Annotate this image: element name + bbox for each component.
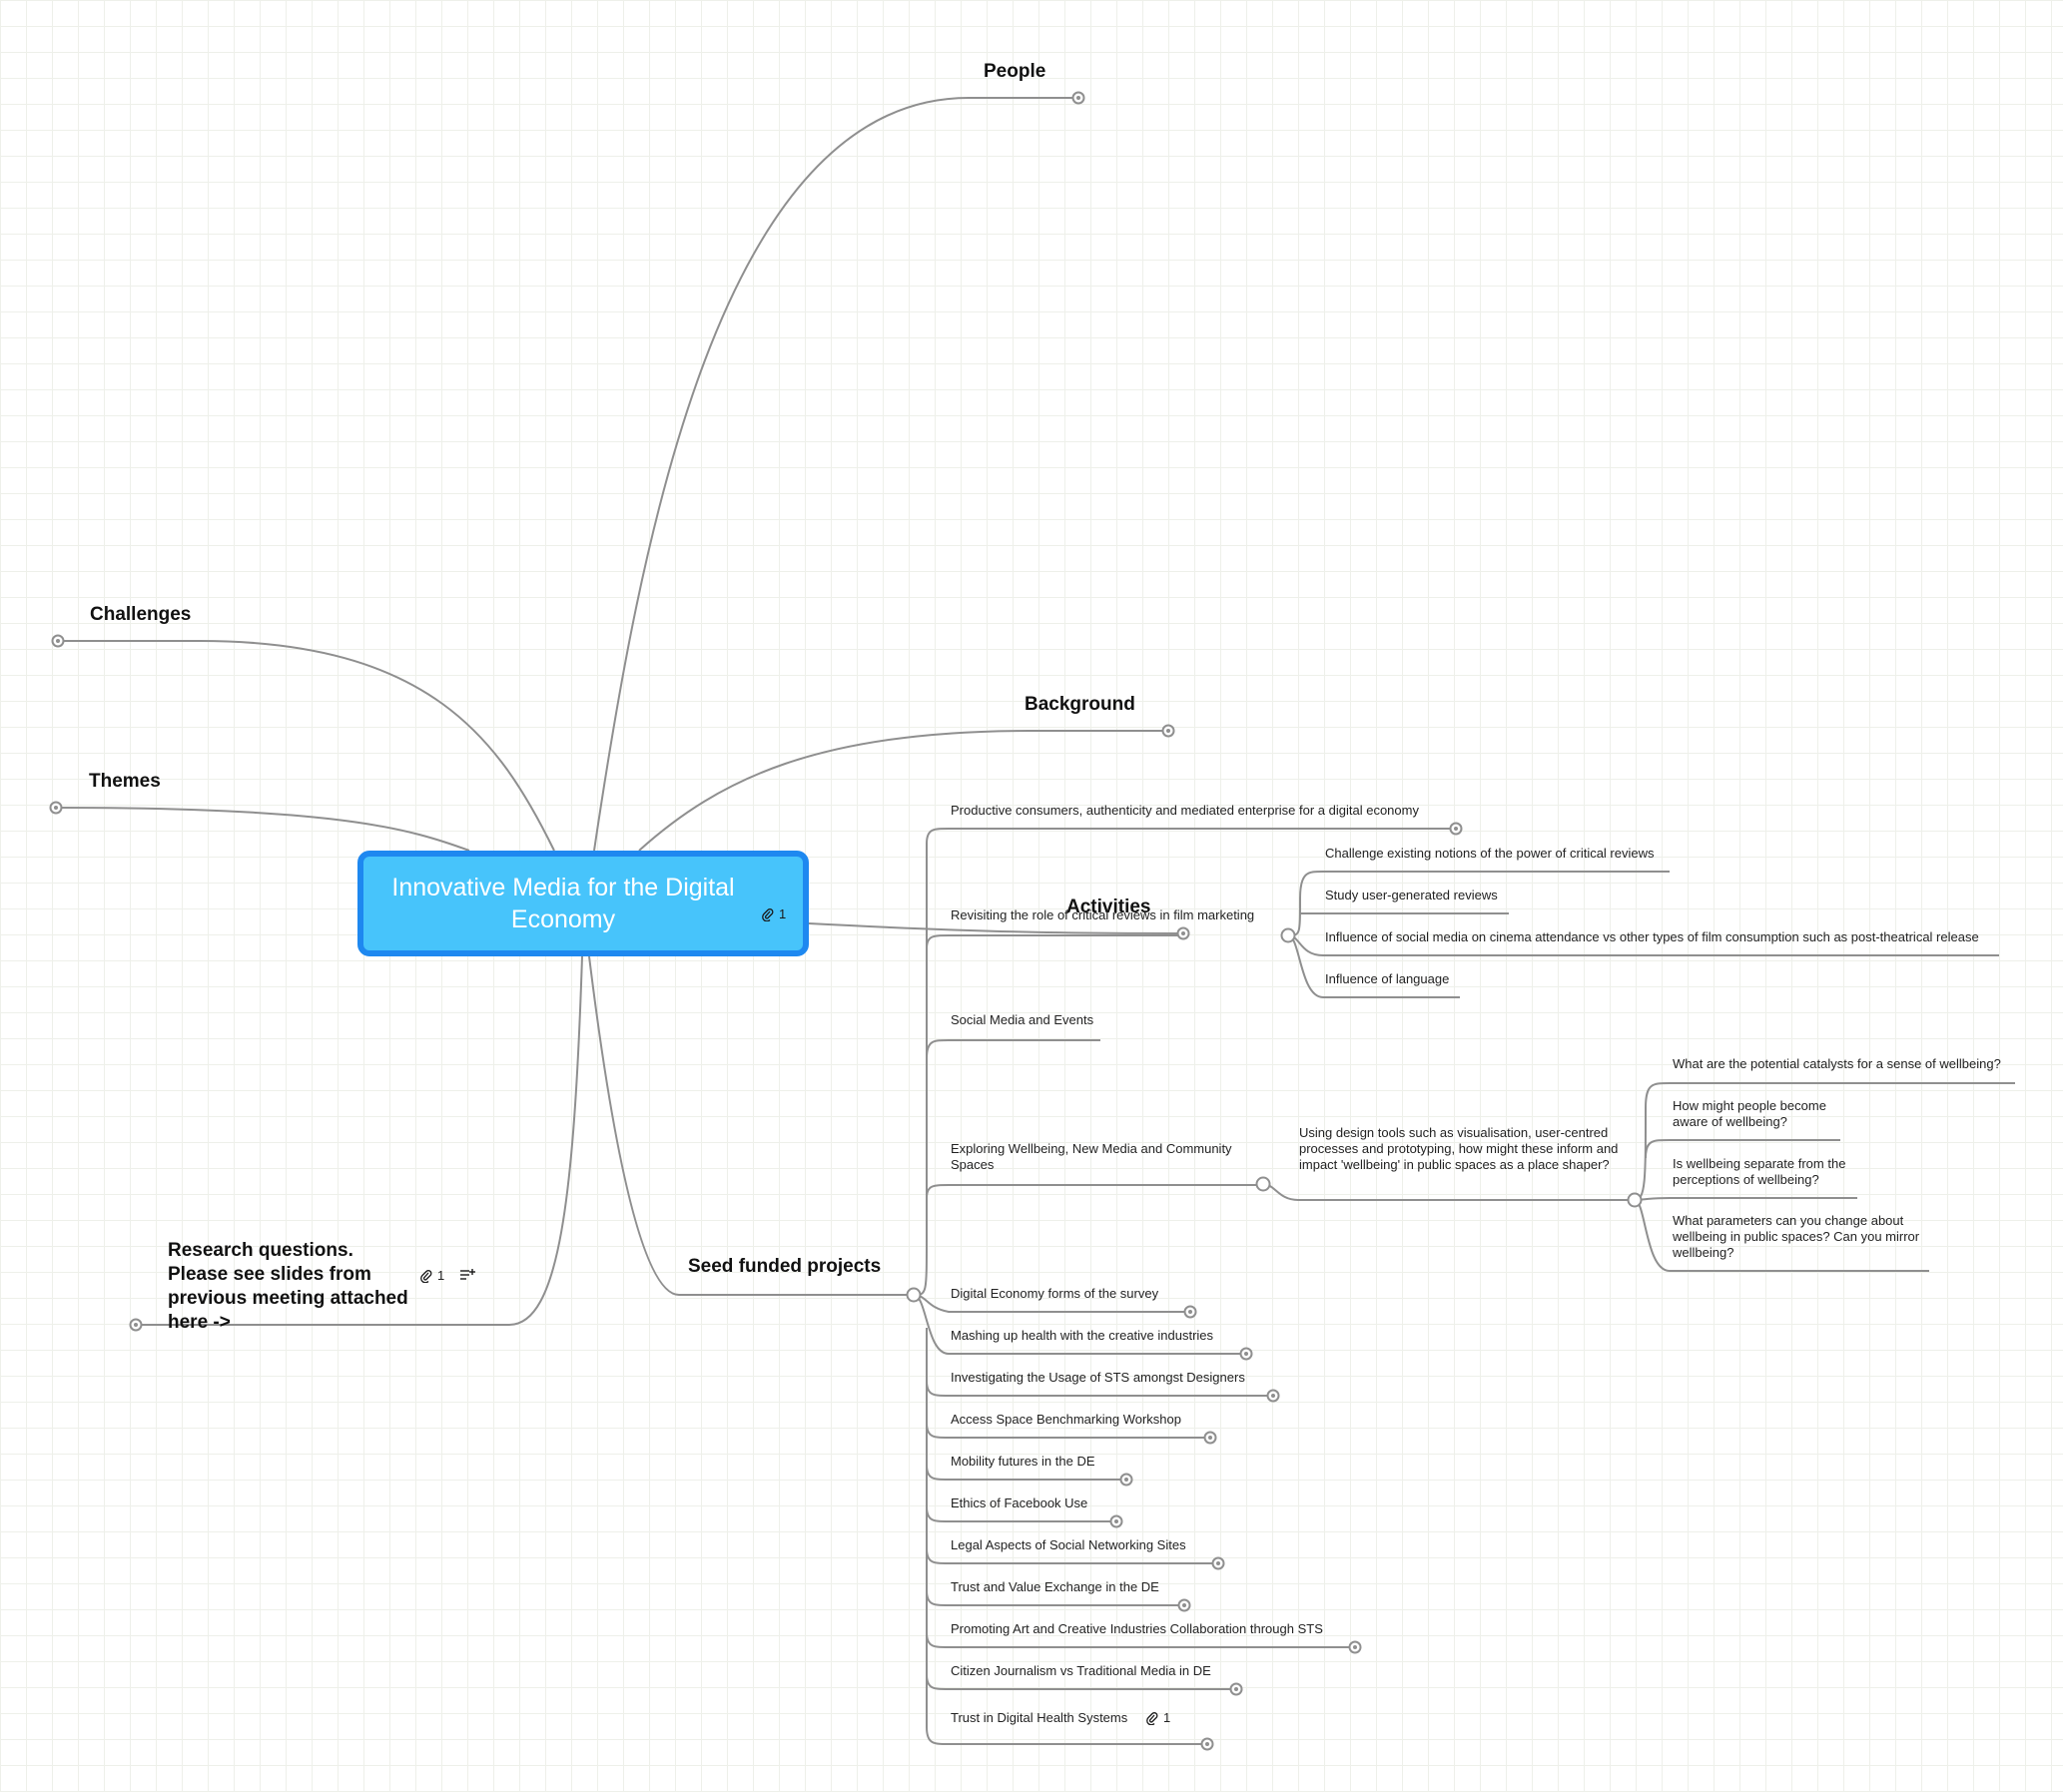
link-seed: [588, 955, 914, 1296]
wellbeing-child[interactable]: Using design tools such as visualisation…: [1299, 1125, 1619, 1172]
project-item[interactable]: Social Media and Events: [951, 1012, 1094, 1027]
film-child-item[interactable]: Influence of language: [1325, 971, 1450, 986]
branch-seed-funded-projects[interactable]: Seed funded projects: [688, 1256, 882, 1277]
wellbeing-question[interactable]: What parameters can you change about wel…: [1673, 1213, 1920, 1260]
root-node[interactable]: Innovative Media for the Digital Economy…: [357, 851, 809, 956]
project-item[interactable]: Citizen Journalism vs Traditional Media …: [951, 1663, 1211, 1678]
wellbeing-question[interactable]: Is wellbeing separate from the perceptio…: [1673, 1156, 1846, 1187]
film-child-item[interactable]: Influence of social media on cinema atte…: [1325, 929, 1979, 944]
note-icon[interactable]: [459, 1268, 475, 1282]
project-item[interactable]: Investigating the Usage of STS amongst D…: [951, 1370, 1245, 1385]
project-item[interactable]: Legal Aspects of Social Networking Sites: [951, 1537, 1186, 1552]
root-title: Innovative Media for the Digital Economy: [391, 874, 735, 933]
film-child-item[interactable]: Challenge existing notions of the power …: [1325, 846, 1655, 861]
trust-health-attachment[interactable]: 1: [1145, 1710, 1170, 1725]
film-child-item[interactable]: Study user-generated reviews: [1325, 888, 1498, 902]
project-item[interactable]: Access Space Benchmarking Workshop: [951, 1412, 1181, 1427]
collapse-handle-film: [1280, 927, 1296, 943]
paperclip-icon: [420, 1269, 432, 1283]
trust-health-attachment-count: 1: [1163, 1710, 1171, 1725]
link-people: [593, 97, 1078, 852]
link-research: [136, 955, 583, 1326]
wellbeing-question[interactable]: How might people become aware of wellbei…: [1673, 1098, 1826, 1129]
project-item[interactable]: Revisiting the role of critical reviews …: [951, 907, 1255, 922]
collapse-handle-wellbeing-child: [1627, 1192, 1643, 1208]
research-attachment[interactable]: 1: [419, 1268, 444, 1283]
branch-themes[interactable]: Themes: [89, 771, 161, 792]
project-item[interactable]: Mobility futures in the DE: [951, 1454, 1095, 1469]
project-item[interactable]: Digital Economy forms of the survey: [951, 1286, 1159, 1301]
link-themes: [55, 807, 470, 852]
wellbeing-question[interactable]: What are the potential catalysts for a s…: [1673, 1056, 2001, 1071]
branch-background[interactable]: Background: [1025, 694, 1135, 715]
link-activities: [808, 922, 1184, 934]
paperclip-icon: [762, 908, 774, 921]
root-attachment[interactable]: 1: [761, 898, 786, 930]
project-item[interactable]: Mashing up health with the creative indu…: [951, 1328, 1214, 1343]
branch-research-questions[interactable]: Research questions. Please see slides fr…: [168, 1240, 408, 1333]
project-item[interactable]: Exploring Wellbeing, New Media and Commu…: [951, 1141, 1232, 1172]
branch-people[interactable]: People: [984, 61, 1046, 82]
project-item[interactable]: Trust in Digital Health Systems: [951, 1710, 1128, 1725]
link-challenges: [58, 640, 555, 852]
root-attachment-count: 1: [779, 906, 787, 921]
project-item[interactable]: Promoting Art and Creative Industries Co…: [951, 1621, 1323, 1636]
branch-challenges[interactable]: Challenges: [90, 604, 192, 625]
link-background: [638, 730, 1168, 852]
project-item[interactable]: Trust and Value Exchange in the DE: [951, 1579, 1159, 1594]
research-attachment-count: 1: [437, 1268, 445, 1283]
collapse-handle-seed: [906, 1287, 922, 1303]
paperclip-icon: [1146, 1711, 1158, 1725]
collapse-handle-wellbeing: [1255, 1176, 1271, 1192]
project-item[interactable]: Ethics of Facebook Use: [951, 1495, 1088, 1510]
project-item[interactable]: Productive consumers, authenticity and m…: [951, 803, 1419, 818]
branch-activities[interactable]: Activities: [1066, 896, 1151, 917]
